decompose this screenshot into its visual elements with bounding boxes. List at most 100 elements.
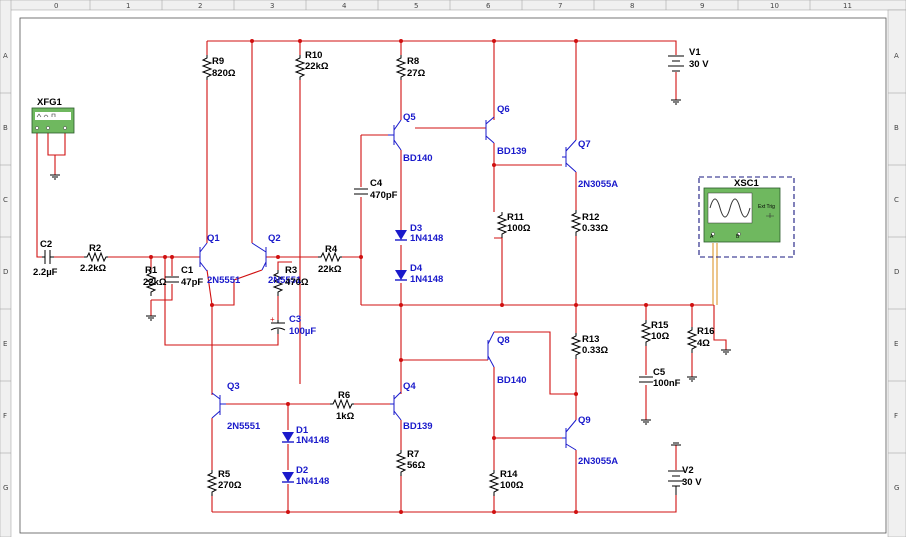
row-label: B	[894, 124, 899, 132]
capacitor-C1	[165, 276, 179, 283]
transistor-Q1	[199, 242, 208, 272]
label-C2-value: 2.2µF	[33, 267, 58, 278]
label-R12-ref: R12	[582, 212, 599, 223]
batteries[interactable]	[668, 55, 684, 495]
label-C5-value: 100nF	[653, 378, 681, 389]
label-D4-value: 1N4148	[410, 274, 443, 285]
col-label: 3	[270, 2, 274, 10]
resistor-R4	[318, 251, 342, 263]
resistor-R16	[686, 327, 698, 353]
row-label: F	[894, 412, 898, 420]
row-label: A	[894, 52, 899, 60]
label-R12-value: 0.33Ω	[582, 223, 608, 234]
label-Q3-value: 2N5551	[227, 421, 261, 432]
scope-ext-trig-label: Ext Trig	[758, 204, 775, 210]
label-C3-ref: C3	[289, 314, 301, 325]
capacitor-C4	[354, 188, 368, 195]
label-R2-ref: R2	[89, 243, 101, 254]
label-Q5-value: BD140	[403, 153, 433, 164]
label-R15-value: 10Ω	[651, 331, 670, 342]
capacitor-C5	[639, 376, 653, 383]
label-C5-ref: C5	[653, 367, 666, 378]
label-D3-value: 1N4148	[410, 233, 443, 244]
label-R9-value: 820Ω	[212, 68, 236, 79]
label-R14-value: 100Ω	[500, 480, 524, 491]
resistor-R10	[294, 55, 306, 80]
oscilloscope-xsc1[interactable]: A B Ext Trig XSC1	[698, 176, 795, 258]
ground-icon	[671, 442, 681, 446]
label-Q1-ref: Q1	[207, 233, 220, 244]
label-V2-value: 30 V	[682, 477, 702, 488]
label-R6-value: 1kΩ	[336, 411, 355, 422]
resistor-R13	[570, 333, 582, 359]
resistors[interactable]	[84, 55, 698, 496]
label-Q7-value: 2N3055A	[578, 179, 618, 190]
col-label: 2	[198, 2, 202, 10]
capacitors[interactable]: +	[42, 188, 653, 383]
label-R2-value: 2.2kΩ	[80, 263, 106, 274]
label-R11-ref: R11	[507, 212, 525, 223]
scope-probe-wires[interactable]	[712, 243, 718, 305]
label-R4-value: 22kΩ	[318, 264, 342, 275]
label-D3-ref: D3	[410, 223, 422, 234]
resistor-R14	[488, 470, 500, 496]
label-R13-value: 0.33Ω	[582, 345, 608, 356]
row-label: D	[3, 268, 8, 276]
capacitor-C2	[42, 250, 54, 264]
junction-dots	[149, 39, 694, 514]
col-label: 5	[414, 2, 418, 10]
label-C4-value: 470pF	[370, 190, 398, 201]
function-generator-xfg1[interactable]: XFG1	[31, 97, 75, 134]
row-label: C	[894, 196, 899, 204]
ground-symbols	[50, 99, 731, 446]
component-labels: C2 2.2µF R2 2.2kΩ R1 22kΩ C1 47pF R9 820…	[33, 47, 714, 491]
diode-D1	[282, 432, 294, 443]
battery-V2	[668, 470, 684, 495]
label-R3-ref: R3	[285, 265, 297, 276]
diode-D4	[395, 270, 407, 281]
col-label: 10	[770, 2, 779, 10]
row-label: E	[894, 340, 898, 348]
label-R8-ref: R8	[407, 56, 419, 67]
resistor-R1	[145, 270, 157, 296]
diode-D2	[282, 472, 294, 483]
row-label: C	[3, 196, 8, 204]
label-Q6-ref: Q6	[497, 104, 510, 115]
col-label: 11	[843, 2, 852, 10]
row-label: B	[3, 124, 8, 132]
label-R5-value: 270Ω	[218, 480, 242, 491]
label-Q9-ref: Q9	[578, 415, 591, 426]
transistors[interactable]	[199, 116, 577, 451]
row-label: F	[3, 412, 7, 420]
label-Q7-ref: Q7	[578, 139, 591, 150]
label-V1-ref: V1	[689, 47, 701, 58]
label-V1-value: 30 V	[689, 59, 709, 70]
resistor-R5	[206, 470, 218, 496]
label-D4-ref: D4	[410, 263, 423, 274]
resistor-R6	[330, 398, 354, 410]
scope-ch-a-label: A	[710, 234, 714, 240]
label-R5-ref: R5	[218, 469, 231, 480]
label-R7-ref: R7	[407, 449, 419, 460]
label-D1-value: 1N4148	[296, 435, 329, 446]
transistor-Q9	[562, 419, 577, 451]
diodes[interactable]	[282, 230, 407, 483]
scope-ch-b-label: B	[736, 234, 740, 240]
ground-icon	[721, 349, 731, 355]
label-R3-value: 470Ω	[285, 277, 309, 288]
label-D2-value: 1N4148	[296, 476, 329, 487]
xsc-label: XSC1	[734, 178, 760, 189]
transistor-Q4	[390, 391, 402, 421]
row-label: D	[894, 268, 899, 276]
wires[interactable]	[36, 40, 727, 513]
label-R4-ref: R4	[325, 244, 338, 255]
transistor-Q7	[562, 139, 577, 173]
resistor-R15	[640, 320, 652, 346]
label-Q5-ref: Q5	[403, 112, 416, 123]
col-label: 0	[54, 2, 58, 10]
label-Q4-value: BD139	[403, 421, 433, 432]
label-C4-ref: C4	[370, 178, 383, 189]
label-Q8-ref: Q8	[497, 335, 510, 346]
label-Q2-ref: Q2	[268, 233, 281, 244]
